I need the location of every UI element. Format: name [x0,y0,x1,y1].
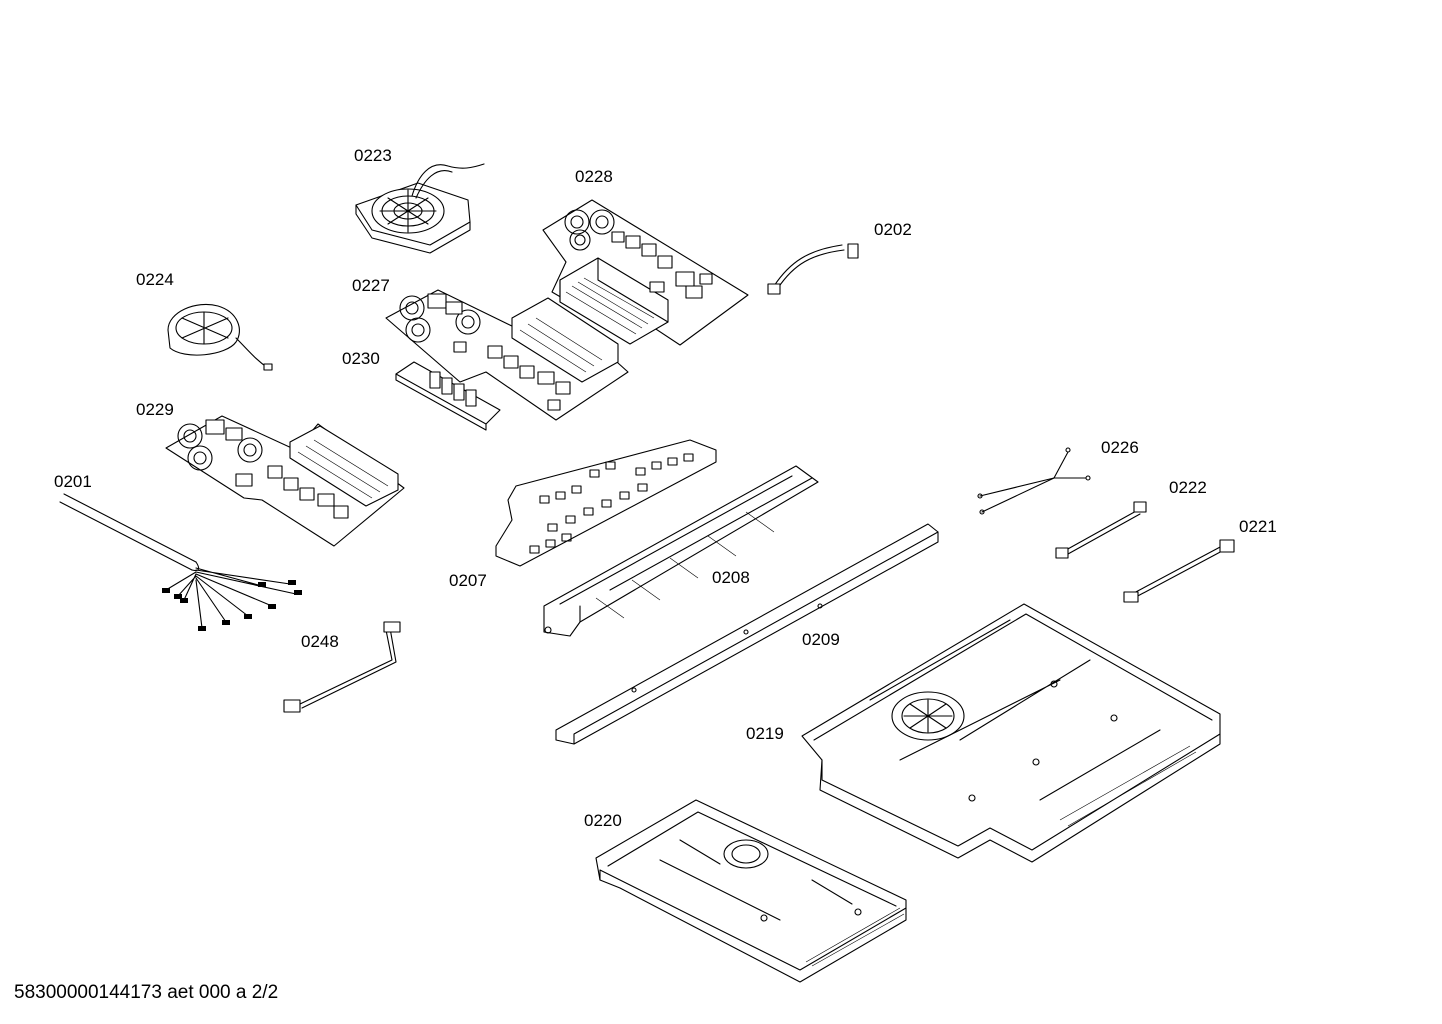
part-label-0222: 0222 [1169,478,1207,497]
part-label-0219: 0219 [746,724,784,743]
part-label-0209: 0209 [802,630,840,649]
document-footer-code: 58300000144173 aet 000 a 2/2 [14,982,279,1003]
pcb-0230-drawing [395,361,501,431]
cable-0248-drawing [283,621,401,713]
part-label-0230: 0230 [342,349,380,368]
bracket-0208-drawing [543,465,819,637]
control-board-0207-drawing [495,439,717,567]
part-label-0227: 0227 [352,276,390,295]
part-label-0229: 0229 [136,400,174,419]
pcb-0227-drawing [385,289,629,421]
wire-0226-drawing [977,447,1091,515]
part-label-0202: 0202 [874,220,912,239]
part-label-0226: 0226 [1101,438,1139,457]
pcb-0229-drawing [165,415,405,547]
fan-0223-drawing [355,163,485,254]
part-label-0248: 0248 [301,632,339,651]
part-label-0223: 0223 [354,146,392,165]
part-label-0224: 0224 [136,270,174,289]
part-label-0207: 0207 [449,571,487,590]
base-tray-0219-drawing [801,603,1221,863]
fan-housing-0224-drawing [167,303,273,371]
part-label-0208: 0208 [712,568,750,587]
cable-0222-drawing [1055,501,1147,559]
cable-0221-drawing [1123,539,1235,603]
part-label-0221: 0221 [1239,517,1277,536]
part-label-0201: 0201 [54,472,92,491]
power-cable-0201-drawing [59,493,302,631]
cable-0202-drawing [767,243,859,295]
pcb-0228-drawing [542,199,749,346]
tray-0220-drawing [595,799,907,983]
rail-0209-drawing [555,523,939,745]
part-label-0220: 0220 [584,811,622,830]
part-label-0228: 0228 [575,167,613,186]
